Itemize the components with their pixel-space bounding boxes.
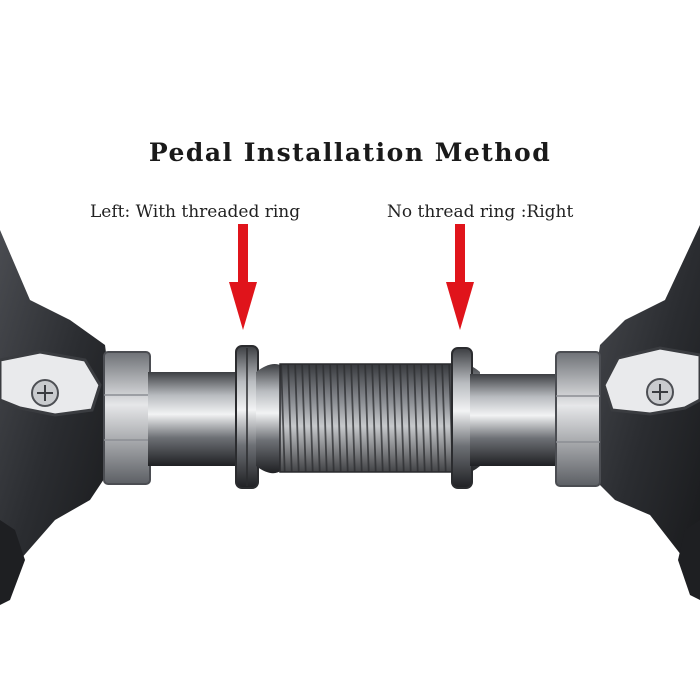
spindle-illustration (103, 345, 601, 489)
pedal-right-illustration (592, 225, 700, 600)
left-side-label: Left: With threaded ring (90, 202, 301, 222)
right-arrow-down-icon (446, 224, 474, 330)
right-side-label: No thread ring :Right (387, 202, 574, 222)
page-title: Pedal Installation Method (148, 138, 552, 167)
left-arrow-down-icon (229, 224, 257, 330)
pedal-left-illustration (0, 230, 112, 605)
